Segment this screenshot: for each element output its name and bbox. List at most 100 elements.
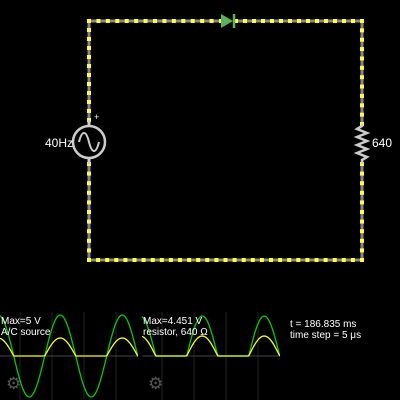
resistor-value-label: 640: [372, 136, 393, 150]
scope-resistor[interactable]: Max=4.451 V resistor, 640 Ω ⚙: [142, 312, 280, 400]
scope-resistor-plot: [142, 312, 280, 400]
current-dot: [360, 37, 364, 42]
current-dot: [360, 219, 364, 224]
current-dot: [360, 248, 364, 253]
current-dot: [360, 181, 364, 186]
current-dot: [87, 37, 91, 41]
current-dot: [360, 93, 364, 98]
sim-time: t = 186.835 ms: [290, 319, 357, 330]
current-dot: [87, 219, 91, 224]
scope-voltage-trace: [0, 337, 138, 357]
current-dot: [87, 73, 91, 77]
sine-symbol-icon: [78, 132, 100, 152]
current-dot: [209, 19, 214, 23]
current-dot: [87, 19, 91, 23]
current-dot: [87, 238, 91, 243]
current-dot: [141, 258, 146, 262]
scope-ac-source[interactable]: Max=5 V A/C source ⚙: [0, 312, 138, 400]
current-dot: [315, 19, 319, 23]
current-dot: [87, 258, 91, 262]
current-dot: [241, 258, 246, 262]
current-dot: [288, 19, 292, 23]
source-frequency-label: 40Hz: [45, 136, 74, 150]
current-dot: [306, 19, 310, 23]
current-dot: [181, 19, 186, 23]
current-dot: [162, 19, 167, 23]
current-dot: [351, 19, 355, 23]
current-dot: [360, 19, 364, 23]
current-dot: [87, 248, 91, 253]
current-dot: [87, 100, 91, 104]
diode-triangle[interactable]: [221, 14, 233, 28]
current-dot: [205, 258, 210, 262]
current-dot: [360, 47, 364, 52]
current-dot: [87, 82, 91, 86]
current-dot: [132, 258, 137, 262]
current-dot: [350, 258, 355, 262]
current-dot: [234, 19, 238, 23]
source-polarity-mark: +: [94, 112, 100, 122]
current-dot: [187, 258, 192, 262]
scope-current-trace: [0, 314, 138, 398]
current-dot: [360, 171, 364, 176]
current-dot: [87, 200, 91, 205]
current-dot: [153, 19, 157, 23]
current-dots: [87, 19, 364, 262]
current-dot: [87, 229, 91, 234]
current-dot: [360, 103, 364, 108]
current-dot: [124, 19, 129, 23]
current-dot: [297, 19, 301, 23]
current-dot: [250, 258, 255, 262]
current-dot: [196, 258, 201, 262]
current-dot: [360, 112, 364, 117]
current-dot: [360, 238, 364, 243]
current-dot: [87, 210, 91, 214]
ac-source-body[interactable]: [71, 124, 107, 160]
current-dot: [87, 190, 91, 195]
current-dot: [115, 19, 120, 23]
current-dot: [360, 75, 364, 80]
gear-icon[interactable]: ⚙: [148, 374, 164, 393]
current-dot: [360, 56, 364, 61]
current-dot: [360, 229, 364, 234]
current-dot: [223, 258, 228, 262]
current-dot: [168, 258, 173, 262]
current-dot: [150, 258, 155, 262]
current-dot: [178, 258, 182, 262]
gear-icon[interactable]: ⚙: [6, 374, 22, 393]
current-dot: [143, 19, 148, 23]
current-dot: [190, 19, 195, 23]
circuit-wires: [87, 19, 364, 262]
ac-source[interactable]: [71, 120, 107, 164]
current-dot: [278, 258, 283, 262]
current-dot: [342, 19, 346, 23]
resistor[interactable]: [353, 124, 371, 164]
sim-info: t = 186.835 ms time step = 5 μs: [290, 319, 361, 341]
current-dot: [87, 28, 91, 32]
current-dot: [360, 28, 364, 33]
current-dot: [105, 258, 110, 262]
scope-ac-source-plot: [0, 312, 138, 400]
current-dot: [123, 258, 128, 262]
current-dot: [87, 171, 91, 176]
current-dot: [296, 258, 301, 262]
current-dot: [360, 65, 364, 70]
scope-max-label: Max=5 V: [1, 316, 41, 327]
resistor-zigzag[interactable]: [353, 124, 371, 164]
current-dot: [232, 258, 237, 262]
current-dot: [87, 91, 91, 95]
scope-name-label: A/C source: [1, 327, 51, 338]
circuit-canvas[interactable]: [0, 0, 400, 312]
scope-panel: Max=5 V A/C source ⚙ Max=4.451 V resisto…: [0, 312, 400, 400]
current-dot: [87, 55, 91, 59]
current-dot: [287, 258, 292, 262]
current-dot: [360, 210, 364, 214]
current-dot: [96, 258, 101, 262]
diode[interactable]: [221, 14, 236, 28]
current-dot: [332, 258, 337, 262]
current-dot: [341, 258, 346, 262]
current-dot: [134, 19, 139, 23]
current-dot: [87, 109, 91, 113]
current-dot: [333, 19, 337, 23]
current-dot: [279, 19, 283, 23]
